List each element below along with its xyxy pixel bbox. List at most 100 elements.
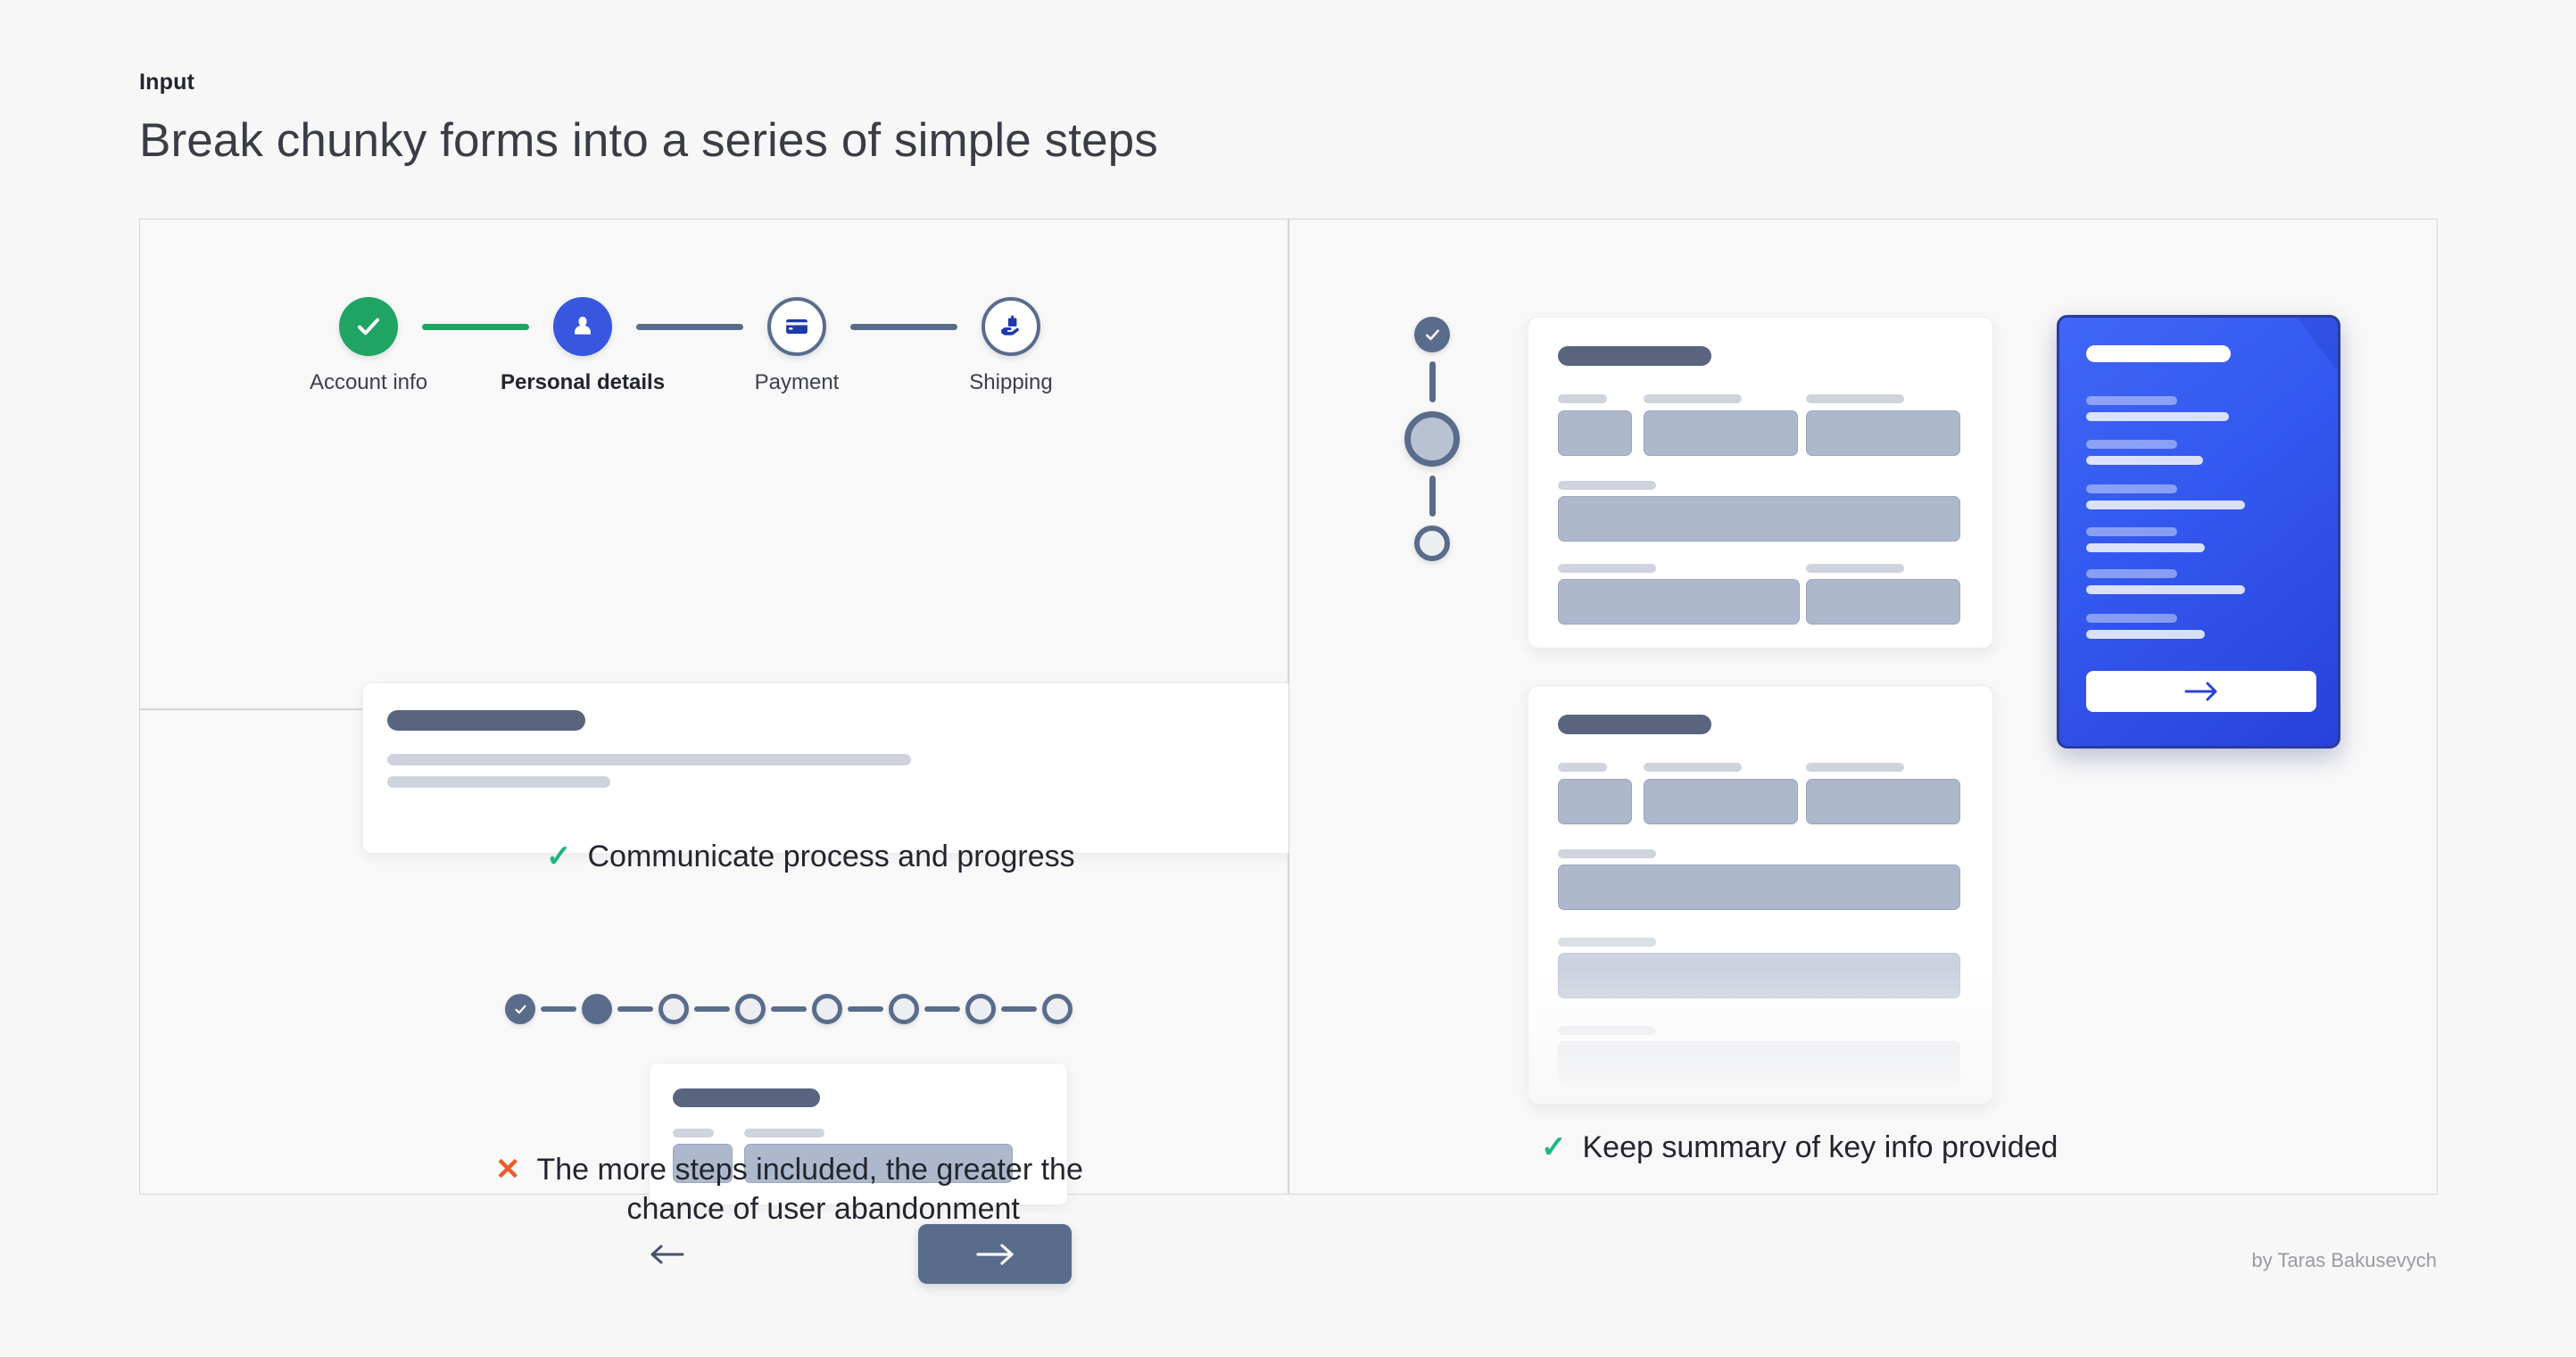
placeholder-title-bar — [1558, 715, 1711, 734]
dot-step-upcoming[interactable] — [965, 994, 996, 1024]
placeholder-input-small[interactable] — [673, 1144, 733, 1183]
placeholder-field-label — [1558, 849, 1656, 858]
step-connector-3 — [850, 324, 957, 330]
placeholder-input[interactable] — [1558, 410, 1632, 456]
vstep-connector — [1429, 476, 1436, 517]
dot-step-upcoming[interactable] — [889, 994, 919, 1024]
stepper-step-personal-details[interactable]: Personal details — [501, 297, 665, 395]
placeholder-field-label — [1806, 763, 1904, 772]
caption-line-1: The more steps included, the greater the — [536, 1153, 1083, 1187]
eyebrow-label: Input — [139, 70, 195, 95]
placeholder-field-label — [1644, 394, 1742, 403]
placeholder-field-label — [1806, 564, 1904, 573]
mini-form-card — [649, 1063, 1068, 1205]
placeholder-field-value — [2086, 585, 2245, 594]
placeholder-field-label — [1558, 481, 1656, 490]
form-preview-card — [362, 683, 1344, 854]
long-dot-stepper — [505, 994, 1073, 1024]
placeholder-title-bar — [1558, 346, 1711, 366]
caption-line-2: chance of user abandonment — [626, 1191, 1020, 1226]
dot-step-upcoming[interactable] — [1042, 994, 1073, 1024]
step-label-shipping: Shipping — [969, 370, 1053, 394]
placeholder-input[interactable] — [1806, 779, 1960, 824]
caption-text-block: The more steps included, the greater the… — [537, 1151, 1083, 1229]
step-label-account-info: Account info — [309, 370, 428, 394]
placeholder-field-label — [744, 1129, 824, 1138]
summary-card-top — [1528, 317, 1993, 649]
dot-step-upcoming[interactable] — [658, 994, 689, 1024]
arrow-right-icon — [976, 1243, 1014, 1265]
placeholder-input[interactable] — [1558, 779, 1632, 824]
package-in-hand-icon — [1000, 314, 1019, 335]
dot-step-current[interactable] — [582, 994, 612, 1024]
dot-connector — [694, 1006, 730, 1012]
corner-shade — [2297, 318, 2338, 371]
check-mark-icon: ✓ — [1541, 1130, 1567, 1164]
vstep-current[interactable] — [1404, 411, 1460, 467]
placeholder-field-label — [2086, 614, 2177, 623]
credit-card-icon — [786, 319, 808, 335]
vstep-connector — [1429, 361, 1436, 402]
mobile-summary-card — [2057, 315, 2340, 749]
placeholder-input-full[interactable] — [1558, 953, 1960, 998]
page-header: Input Break chunky forms into a series o… — [139, 70, 1158, 168]
dot-connector — [1001, 1006, 1037, 1012]
dot-step-done[interactable] — [505, 994, 535, 1024]
placeholder-input-full[interactable] — [1558, 865, 1960, 910]
dot-step-upcoming[interactable] — [812, 994, 842, 1024]
placeholder-field-label — [2086, 527, 2177, 536]
placeholder-input[interactable] — [1644, 779, 1798, 824]
step-bubble-done[interactable] — [339, 297, 398, 356]
horizontal-stepper: Account info Personal details — [310, 297, 1064, 395]
vertical-stepper — [1404, 317, 1460, 561]
stepper-step-account-info[interactable]: Account info — [310, 297, 427, 395]
dot-connector — [848, 1006, 883, 1012]
step-connector-2 — [636, 324, 743, 330]
placeholder-input-full[interactable] — [1558, 1041, 1960, 1087]
summary-card-bottom — [1528, 685, 1993, 1105]
step-label-personal-details: Personal details — [500, 370, 666, 394]
stepper-step-shipping[interactable]: Shipping — [957, 297, 1064, 395]
person-icon — [575, 317, 591, 335]
placeholder-field-label — [2086, 396, 2177, 405]
step-connector-1 — [422, 324, 529, 330]
placeholder-field-value — [2086, 456, 2203, 465]
dot-connector — [771, 1006, 807, 1012]
dot-connector — [924, 1006, 960, 1012]
step-bubble-payment[interactable] — [767, 297, 826, 356]
arrow-right-icon — [2184, 682, 2217, 701]
vstep-done[interactable] — [1414, 317, 1450, 352]
check-icon — [1425, 328, 1439, 340]
placeholder-title-bar — [2086, 345, 2231, 362]
stepper-step-payment[interactable]: Payment — [743, 297, 850, 395]
placeholder-field-label — [1644, 763, 1742, 772]
check-icon — [358, 318, 379, 335]
placeholder-input-full[interactable] — [1558, 496, 1960, 542]
placeholder-field-label — [2086, 484, 2177, 493]
vstep-upcoming[interactable] — [1414, 525, 1450, 561]
mobile-next-button[interactable] — [2086, 671, 2316, 712]
caption-abandonment: ✕ The more steps included, the greater t… — [495, 1151, 1209, 1229]
placeholder-field-label — [1806, 394, 1904, 403]
dot-connector — [617, 1006, 653, 1012]
next-button[interactable] — [918, 1224, 1072, 1284]
placeholder-field-value — [2086, 501, 2245, 509]
placeholder-input[interactable] — [1806, 410, 1960, 456]
check-mark-icon: ✓ — [546, 840, 572, 873]
dot-step-upcoming[interactable] — [735, 994, 766, 1024]
placeholder-title-bar — [673, 1088, 820, 1107]
placeholder-line-2 — [387, 776, 610, 788]
placeholder-field-label — [2086, 440, 2177, 449]
caption-text: Communicate process and progress — [587, 840, 1075, 873]
caption-keep-summary: ✓ Keep summary of key info provided — [1541, 1129, 2058, 1168]
placeholder-input[interactable] — [1558, 579, 1800, 625]
placeholder-input-wide[interactable] — [744, 1144, 1013, 1183]
step-bubble-shipping[interactable] — [982, 297, 1040, 356]
placeholder-field-label — [1558, 394, 1607, 403]
caption-text: Keep summary of key info provided — [1582, 1130, 2058, 1164]
placeholder-input[interactable] — [1806, 579, 1960, 625]
placeholder-field-label — [1558, 763, 1607, 772]
step-bubble-active[interactable] — [553, 297, 612, 356]
back-button[interactable] — [644, 1237, 689, 1272]
placeholder-input[interactable] — [1644, 410, 1798, 456]
